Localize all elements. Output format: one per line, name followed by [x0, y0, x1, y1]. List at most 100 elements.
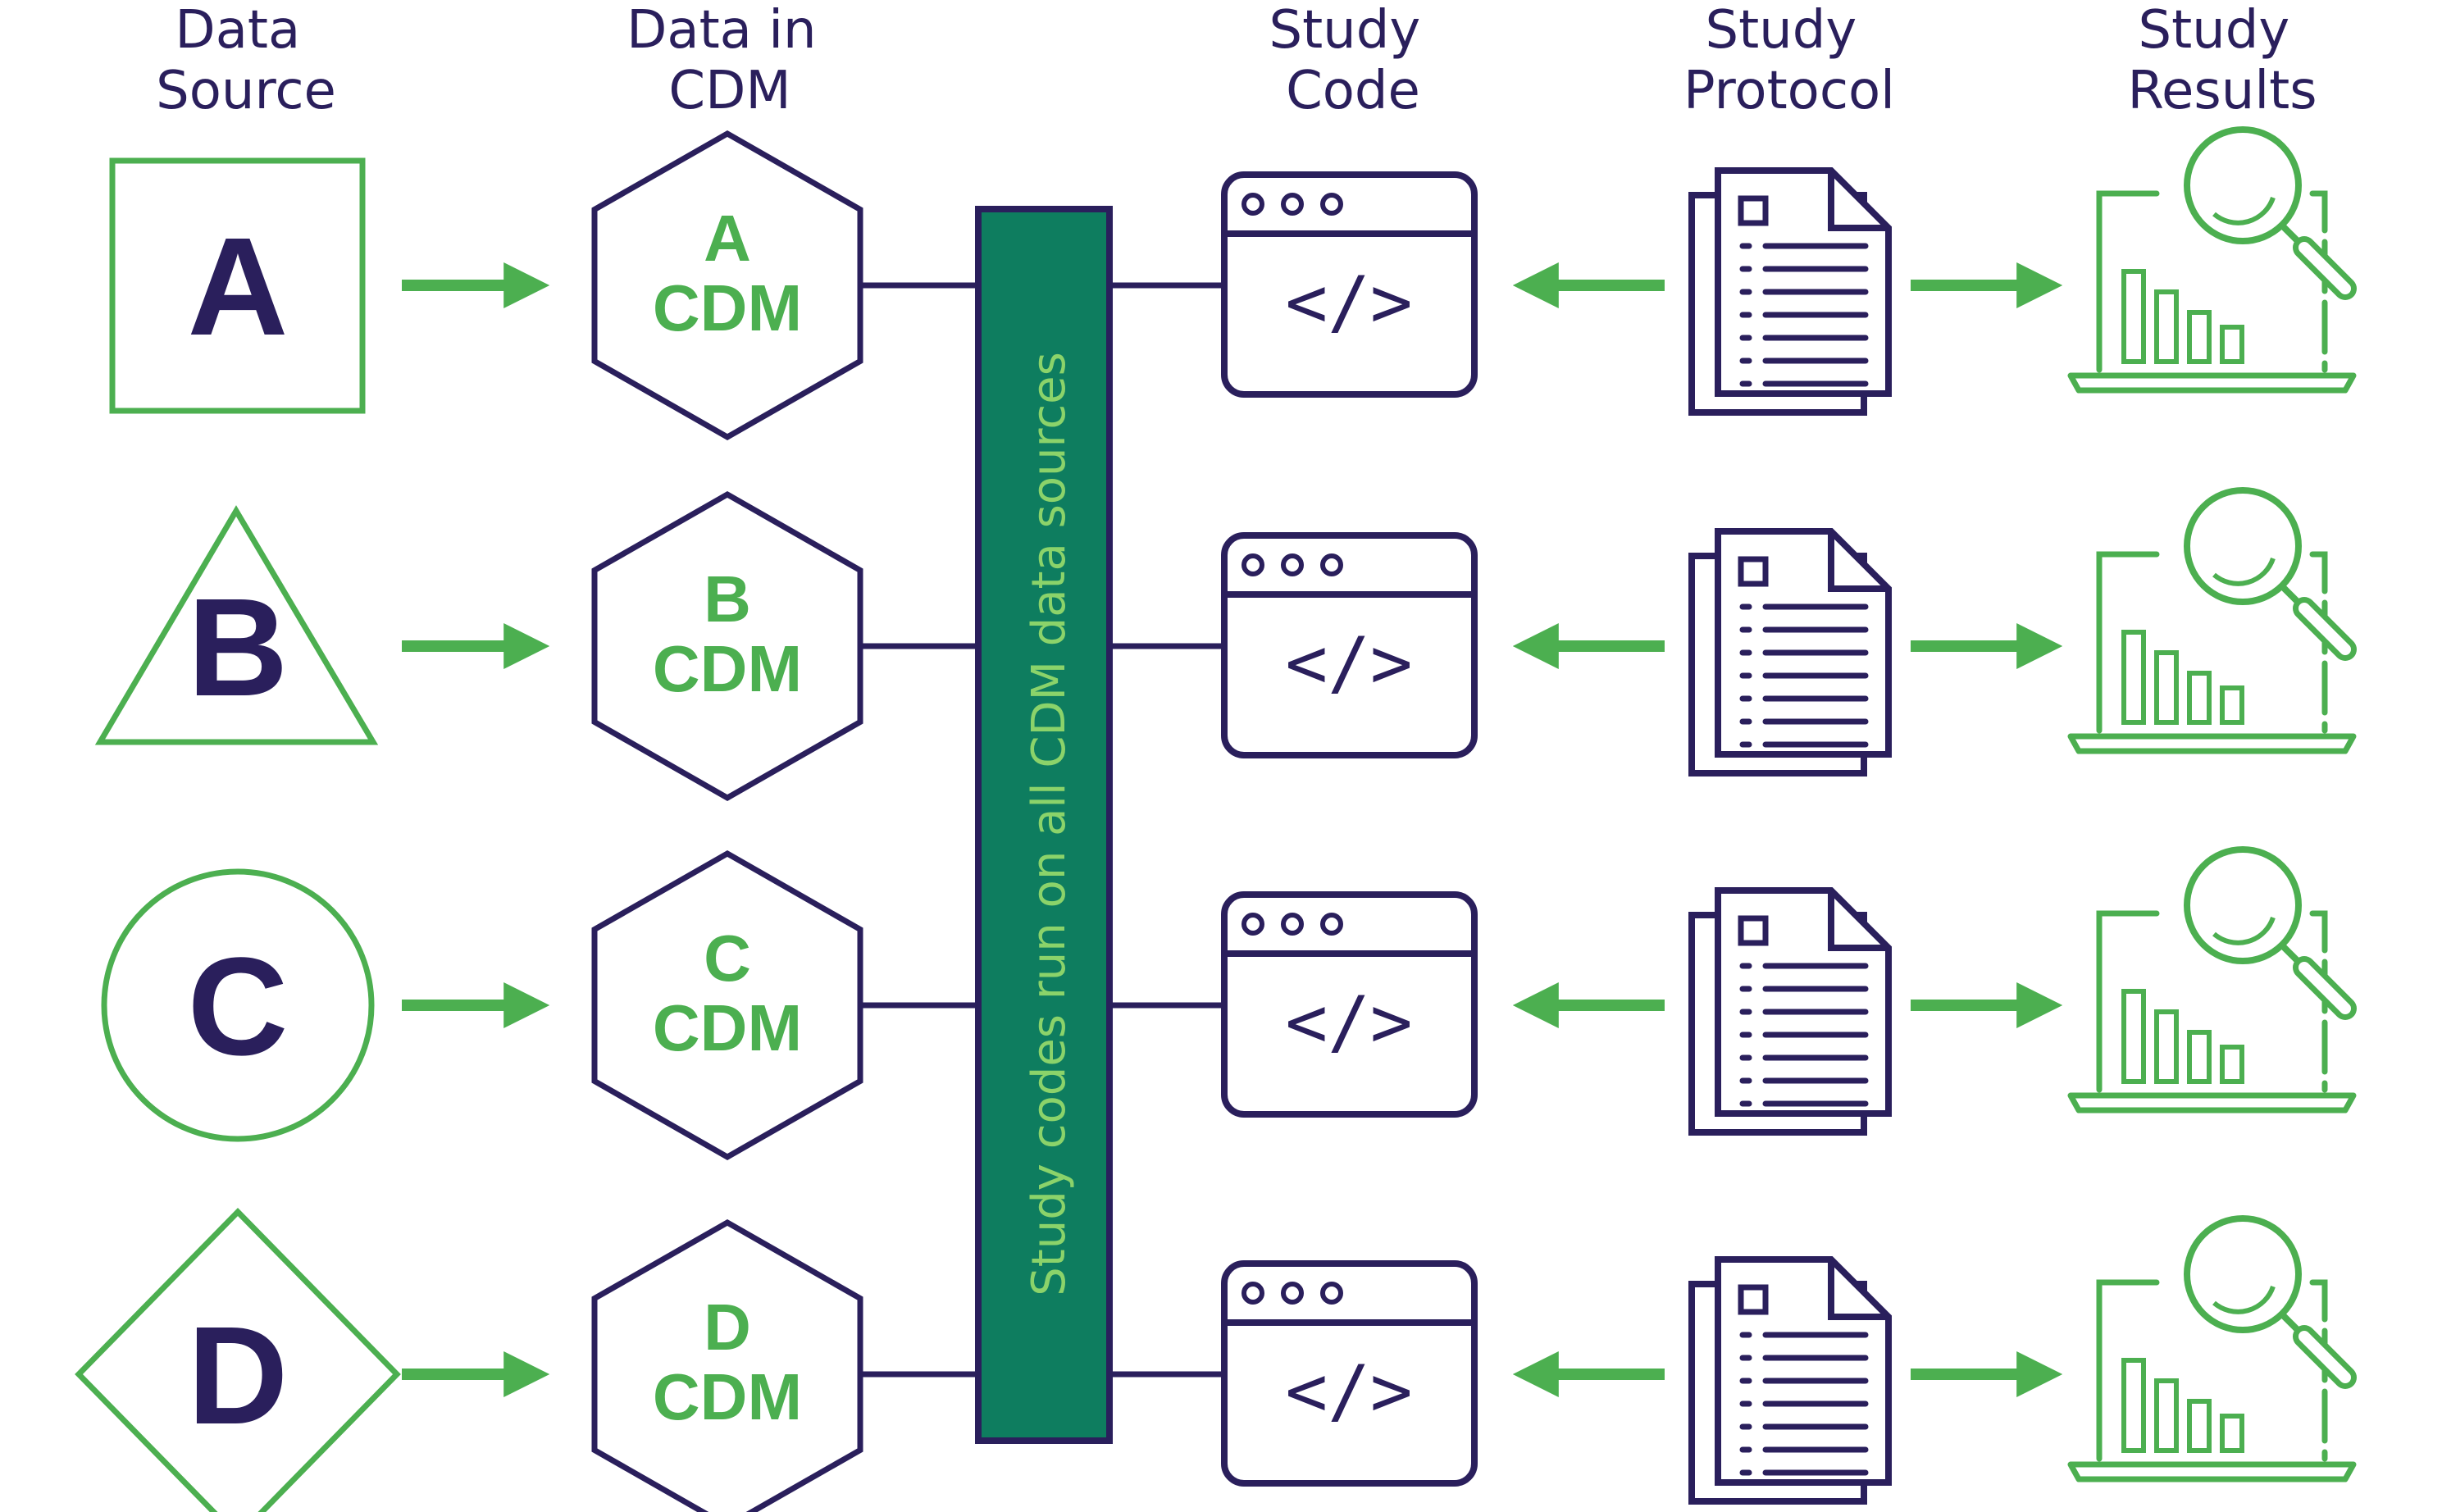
result-bar: [2220, 685, 2244, 725]
cdm-hexagon-letter: D: [704, 1291, 751, 1364]
magnifier-glint: [2212, 1285, 2276, 1314]
laptop-screen-right: [2309, 1279, 2328, 1462]
window-dot-icon: [1281, 193, 1304, 216]
laptop-analytics-icon: [2067, 487, 2357, 754]
header-study-protocol: Study Protocol: [1683, 0, 1895, 121]
code-window-icon: </>: [1221, 171, 1478, 398]
document-checkbox: [1738, 915, 1769, 946]
document-stack-icon: [1688, 1256, 1892, 1505]
header-study-results: Study Results: [2127, 0, 2317, 121]
laptop-screen-left: [2096, 190, 2160, 373]
code-window-icon: </>: [1221, 1260, 1478, 1487]
window-dot-icon: [1320, 1282, 1343, 1305]
source-letter: A: [188, 209, 289, 365]
document-checkbox: [1738, 556, 1769, 587]
magnifier-handle-inner: [2298, 962, 2351, 1014]
laptop-screen-right: [2309, 910, 2328, 1093]
header-data-source: Data Source: [156, 0, 336, 121]
header-study-code: Study Code: [1269, 0, 1437, 121]
cdm-hexagon-label: CDM: [653, 991, 802, 1064]
laptop-analytics-icon: [2067, 126, 2357, 394]
code-glyph: </>: [1285, 622, 1412, 704]
laptop-base: [2067, 733, 2357, 754]
document-fold: [1828, 531, 1888, 592]
document-stack-icon: [1688, 887, 1892, 1136]
code-window-frame: [1221, 532, 1478, 758]
code-window-frame: [1221, 171, 1478, 398]
laptop-analytics-icon: [2067, 1215, 2357, 1482]
document-stack-icon: [1688, 167, 1892, 416]
result-bar: [2121, 269, 2146, 364]
code-window-icon: </>: [1221, 532, 1478, 758]
laptop-screen-right: [2309, 190, 2328, 373]
result-bar: [2154, 289, 2179, 364]
laptop-screen-left: [2096, 910, 2160, 1093]
cdm-hexagon-label: CDM: [653, 271, 802, 344]
source-triangle-shape: [94, 505, 379, 745]
source-letter: B: [188, 570, 289, 726]
document-stack-icon: [1688, 528, 1892, 776]
laptop-screen-right: [2309, 551, 2328, 734]
cdm-hexagon: [591, 490, 863, 802]
magnifier-handle-inner: [2298, 1331, 2351, 1383]
result-bar: [2154, 1378, 2179, 1453]
run-all-bar-label: Study codes run on all CDM data sources: [1023, 352, 1076, 1296]
cdm-hexagon: [591, 849, 863, 1161]
window-dot-icon: [1281, 1282, 1304, 1305]
magnifier-glint: [2212, 916, 2276, 945]
result-bar: [2220, 325, 2244, 364]
laptop-analytics-icon: [2067, 846, 2357, 1114]
laptop-base: [2067, 1461, 2357, 1482]
result-bar: [2121, 1358, 2146, 1453]
result-bar: [2154, 650, 2179, 725]
cdm-hexagon-label: CDM: [653, 1360, 802, 1433]
window-dot-icon: [1320, 913, 1343, 936]
code-window-frame: [1221, 891, 1478, 1118]
window-dot-icon: [1320, 193, 1343, 216]
document-checkbox: [1738, 1284, 1769, 1315]
result-bar: [2154, 1009, 2179, 1084]
result-bar: [2220, 1045, 2244, 1084]
source-circle-shape: [101, 868, 375, 1142]
source-letter: D: [188, 1298, 289, 1454]
laptop-screen-left: [2096, 1279, 2160, 1462]
magnifier-handle-inner: [2298, 242, 2351, 294]
window-dot-icon: [1281, 913, 1304, 936]
cdm-hexagon-label: CDM: [653, 632, 802, 705]
magnifier-handle-inner: [2298, 603, 2351, 655]
cdm-hexagon: [591, 1218, 863, 1512]
source-square-shape: [109, 157, 366, 414]
source-letter: C: [188, 929, 289, 1085]
result-bar: [2187, 1030, 2212, 1084]
run-all-bar: [975, 206, 1113, 1444]
document-fold: [1828, 171, 1888, 231]
document-fold: [1828, 1259, 1888, 1320]
laptop-base: [2067, 1092, 2357, 1114]
magnifier-glint: [2212, 196, 2276, 225]
result-bar: [2187, 671, 2212, 725]
laptop-screen-left: [2096, 551, 2160, 734]
cdm-hexagon-letter: B: [704, 562, 751, 635]
laptop-base: [2067, 372, 2357, 394]
result-bar: [2121, 630, 2146, 725]
document-checkbox: [1738, 195, 1769, 226]
window-dot-icon: [1320, 553, 1343, 576]
result-bar: [2187, 310, 2212, 364]
cdm-hexagon-letter: A: [704, 202, 751, 275]
result-bar: [2121, 989, 2146, 1084]
cdm-hexagon-letter: C: [704, 922, 751, 995]
cdm-hexagon: [591, 130, 863, 441]
code-window-icon: </>: [1221, 891, 1478, 1118]
code-glyph: </>: [1285, 1350, 1412, 1432]
result-bar: [2220, 1414, 2244, 1453]
code-glyph: </>: [1285, 981, 1412, 1063]
window-dot-icon: [1242, 553, 1264, 576]
window-dot-icon: [1242, 913, 1264, 936]
window-dot-icon: [1242, 1282, 1264, 1305]
document-fold: [1828, 890, 1888, 951]
